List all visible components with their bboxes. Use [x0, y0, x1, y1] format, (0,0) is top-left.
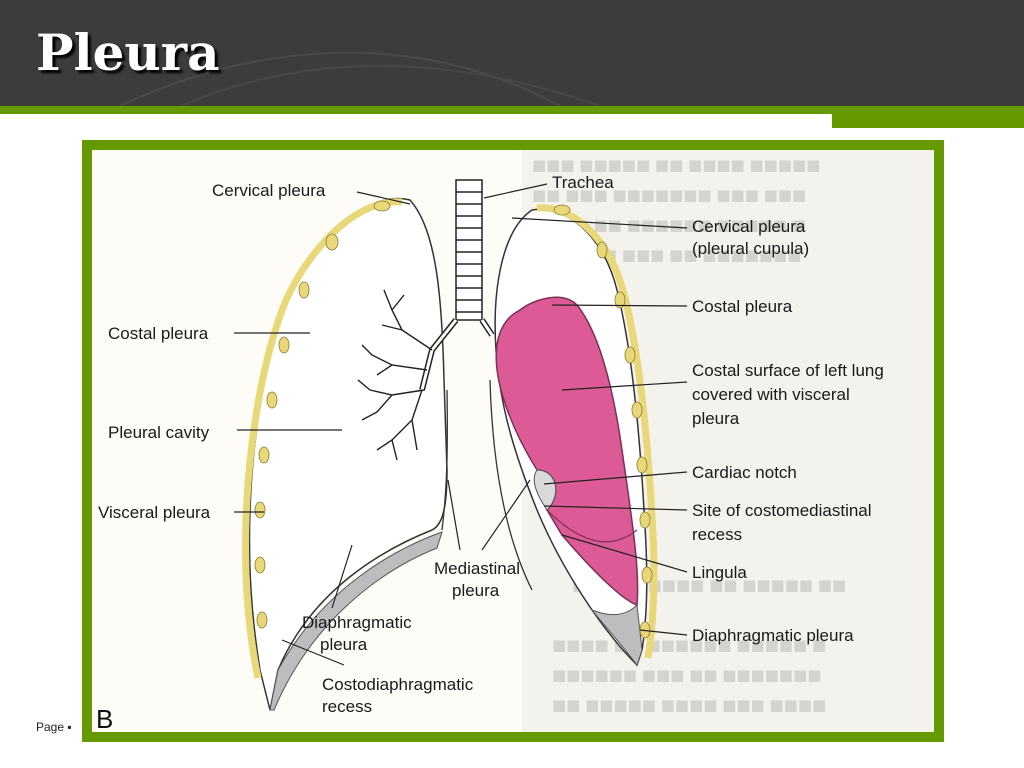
label-mediastinal-pleura-line1: Mediastinal: [434, 559, 520, 578]
label-visceral-pleura: Visceral pleura: [98, 503, 211, 522]
header-green-line: [0, 106, 1024, 114]
label-costal-pleura-right: Costal pleura: [692, 297, 793, 316]
label-costomediastinal-line2: recess: [692, 525, 742, 544]
label-diaphragmatic-pleura-left-line1: Diaphragmatic: [302, 613, 412, 632]
slide-title: Pleura: [36, 23, 220, 82]
label-pleural-cavity: Pleural cavity: [108, 423, 210, 442]
lingula-line: [546, 509, 638, 543]
label-costal-surface-line3: pleura: [692, 409, 740, 428]
svg-text:■■ ■■■ ■■■■■■■ ■■■ ■■■: ■■ ■■■ ■■■■■■■ ■■■ ■■■: [532, 186, 806, 204]
label-cervical-pleura-left: Cervical pleura: [212, 181, 326, 200]
right-rib-markers: [553, 204, 653, 639]
label-cervical-pleura-right-line2: (pleural cupula): [692, 239, 809, 258]
label-costodiaphragmatic-recess-line2: recess: [322, 697, 372, 716]
cardiac-notch-region: [533, 469, 557, 511]
svg-text:■■■■ ■■ ■■■■■■ ■■■■■ ■: ■■■■ ■■ ■■■■■■ ■■■■■ ■: [532, 216, 806, 234]
page-footer: Page ▪: [36, 720, 72, 734]
leader-lines: [234, 183, 688, 666]
trachea: [419, 179, 495, 391]
slide-header: [0, 0, 1024, 106]
left-costodiaphragmatic-recess: [269, 531, 443, 711]
label-diaphragmatic-pleura-right: Diaphragmatic pleura: [692, 626, 854, 645]
label-costodiaphragmatic-recess-line1: Costodiaphragmatic: [322, 675, 474, 694]
mediastinal-pleura-line: [441, 379, 533, 591]
label-trachea: Trachea: [552, 173, 614, 192]
label-costal-surface-line2: covered with visceral: [692, 385, 850, 404]
label-costal-pleura-left: Costal pleura: [108, 324, 209, 343]
svg-text:■■■■■■ ■■■ ■■ ■■■■■■■: ■■■■■■ ■■■ ■■ ■■■■■■■: [552, 666, 821, 684]
svg-text:■■ ■■■■■ ■■■■ ■■■ ■■■■: ■■ ■■■■■ ■■■■ ■■■ ■■■■: [552, 696, 826, 714]
panel-letter: B: [96, 704, 113, 732]
left-parietal-pleura-band: [242, 198, 403, 679]
right-parietal-pleura-band: [536, 204, 658, 659]
svg-text:■■■ ■■■■■ ■■ ■■■■ ■■■■■: ■■■ ■■■■■ ■■ ■■■■ ■■■■■: [532, 156, 820, 174]
figure-frame: ■■■ ■■■■■ ■■ ■■■■ ■■■■■ ■■ ■■■ ■■■■■■■ ■…: [82, 140, 944, 742]
left-rib-markers: [254, 200, 391, 629]
header-green-accent: [832, 114, 1024, 128]
label-costomediastinal-line1: Site of costomediastinal: [692, 501, 872, 520]
pleura-diagram: ■■■ ■■■■■ ■■ ■■■■ ■■■■■ ■■ ■■■ ■■■■■■■ ■…: [96, 150, 934, 732]
label-costal-surface-line1: Costal surface of left lung: [692, 361, 884, 380]
left-bronchial-tree: [357, 289, 433, 461]
label-diaphragmatic-pleura-left-line2: pleura: [320, 635, 368, 654]
label-mediastinal-pleura-line2: pleura: [452, 581, 500, 600]
label-cervical-pleura-right-line1: Cervical pleura: [692, 217, 806, 236]
left-lung: [495, 296, 639, 607]
label-lingula: Lingula: [692, 563, 747, 582]
right-costodiaphragmatic-recess: [590, 603, 643, 667]
left-pleural-cavity-outline: [248, 197, 448, 711]
header-swirl-decoration: [119, 51, 601, 106]
label-cardiac-notch: Cardiac notch: [692, 463, 797, 482]
